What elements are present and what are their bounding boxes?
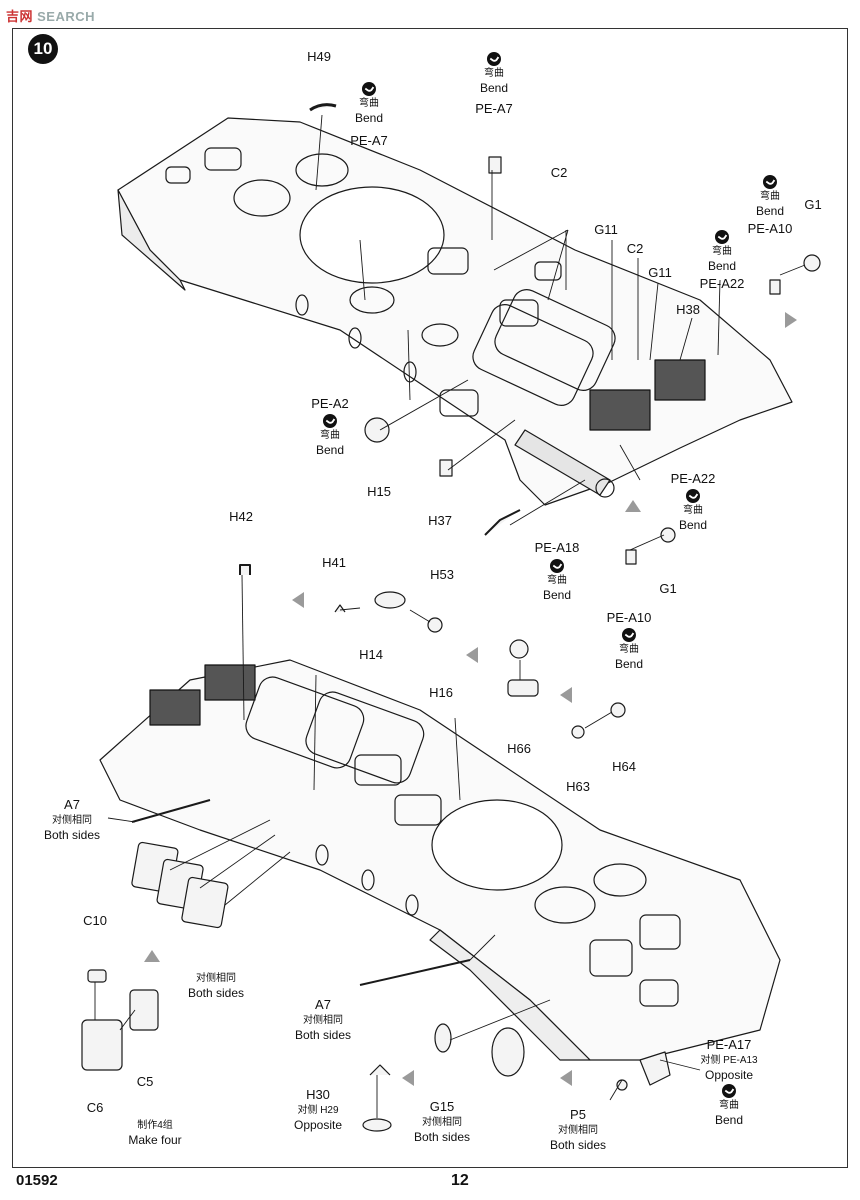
bend-icon (362, 82, 376, 96)
bend-icon (763, 175, 777, 189)
opposite-note: PE-A17 对侧 PE-A13 Opposite (700, 1037, 758, 1083)
both-sides-note: G15 对侧相同 Both sides (413, 1099, 471, 1145)
opposite-note: H30 对侧 H29 Opposite (293, 1087, 343, 1133)
bend-icon (715, 230, 729, 244)
part-label-C2: C2 (626, 241, 644, 256)
bend-note: 弯曲 Bend (756, 175, 784, 220)
part-label-C6: C6 (86, 1100, 104, 1115)
part-label-PE-A18: PE-A18 (534, 540, 580, 555)
bend-icon (550, 559, 564, 573)
part-label-PE-A10: PE-A10 (747, 221, 793, 236)
lower-hull-drawing (99, 659, 781, 1061)
bend-note: 弯曲 Bend (615, 628, 643, 673)
part-label-PE-A22: PE-A22 (699, 276, 745, 291)
page-frame (12, 28, 848, 1168)
part-label-H49: H49 (307, 49, 331, 64)
part-label-PE-A7: PE-A7 (350, 133, 388, 148)
part-label-PE-A10: PE-A10 (606, 610, 652, 625)
step-number-badge: 10 (28, 34, 58, 64)
part-label-C2: C2 (550, 165, 568, 180)
both-sides-note: P5 对侧相同 Both sides (549, 1107, 607, 1153)
part-label-H38: H38 (676, 302, 700, 317)
part-label-H64: H64 (612, 759, 636, 774)
bend-note: 弯曲 Bend (708, 230, 736, 275)
part-label-PE-A2: PE-A2 (311, 396, 349, 411)
bend-note: 弯曲 Bend (715, 1084, 743, 1129)
bend-icon (487, 52, 501, 66)
part-label-H42: H42 (229, 509, 253, 524)
part-label-G1: G1 (659, 581, 677, 596)
part-label-H66: H66 (507, 741, 531, 756)
part-label-C10: C10 (83, 913, 107, 928)
bend-icon (622, 628, 636, 642)
part-label-PE-A7: PE-A7 (475, 101, 513, 116)
part-label-H14: H14 (359, 647, 383, 662)
part-label-H63: H63 (566, 779, 590, 794)
both-sides-note: A7 对侧相同 Both sides (294, 997, 352, 1043)
both-sides-note: 对侧相同 Both sides (187, 973, 245, 1000)
page-number: 12 (451, 1172, 469, 1189)
part-label-PE-A22: PE-A22 (670, 471, 716, 486)
make-four-note: 制作4组 Make four (128, 1120, 182, 1147)
part-label-H37: H37 (428, 513, 452, 528)
bend-icon (722, 1084, 736, 1098)
part-label-G11: G11 (594, 222, 618, 237)
part-label-C5: C5 (136, 1074, 154, 1089)
watermark: 吉网 SEARCH (6, 9, 96, 24)
bend-note: 弯曲 Bend (679, 489, 707, 534)
bend-icon (323, 414, 337, 428)
part-label-H16: H16 (429, 685, 453, 700)
parts-drawings (81, 103, 821, 1132)
bend-icon (686, 489, 700, 503)
both-sides-note: A7 对侧相同 Both sides (43, 797, 101, 843)
bend-note: 弯曲 Bend (480, 52, 508, 97)
part-label-H53: H53 (430, 567, 454, 582)
bend-note: 弯曲 Bend (355, 82, 383, 127)
part-label-H15: H15 (367, 484, 391, 499)
part-label-H41: H41 (322, 555, 346, 570)
direction-arrows (144, 312, 797, 1086)
upper-hull-drawing (117, 117, 793, 506)
part-label-G11: G11 (648, 265, 672, 280)
product-code: 01592 (16, 1172, 58, 1189)
bend-note: 弯曲 Bend (316, 414, 344, 459)
leader-lines (94, 114, 806, 1118)
bend-note: 弯曲 Bend (543, 559, 571, 604)
part-label-G1: G1 (804, 197, 822, 212)
